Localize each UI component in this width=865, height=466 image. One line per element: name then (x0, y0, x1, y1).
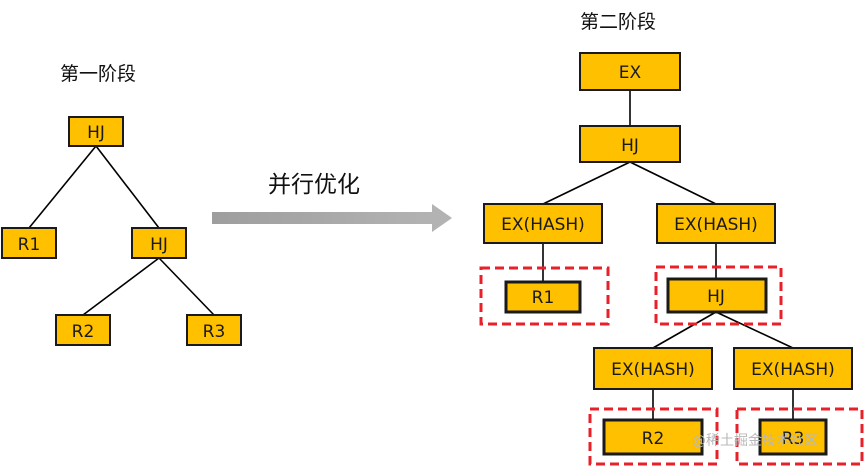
transition-label: 并行优化 (268, 172, 360, 198)
stage2-node-ex-root: EX (579, 52, 681, 91)
stage2-node-r2: R2 (602, 418, 704, 456)
watermark: @稀土掘金技术社区 (692, 433, 818, 449)
svg-text:EX(HASH): EX(HASH) (674, 215, 758, 235)
svg-text:HJ: HJ (621, 136, 639, 156)
svg-text:EX(HASH): EX(HASH) (611, 360, 695, 380)
stage2-title: 第二阶段 (580, 11, 656, 33)
stage1-node-r2: R2 (55, 314, 111, 346)
svg-text:HJ: HJ (707, 287, 725, 307)
highlight-box-hj (654, 265, 783, 326)
highlight-box-r1 (479, 266, 610, 326)
stage2-node-r1: R1 (504, 280, 582, 314)
svg-text:HJ: HJ (150, 235, 168, 255)
highlight-box-r3 (735, 407, 864, 466)
stage2-edges (542, 90, 794, 420)
stage1-node-hj-child: HJ (131, 227, 187, 259)
stage1-node-r3: R3 (186, 314, 242, 346)
svg-text:HJ: HJ (87, 123, 105, 143)
stage1-node-r1: R1 (1, 227, 57, 259)
stage2-node-hj-child: HJ (666, 277, 768, 314)
svg-text:R2: R2 (642, 429, 665, 449)
stage2-node-ex-hash-r2: EX(HASH) (593, 347, 713, 390)
transition-arrow-icon (212, 204, 452, 232)
stage2-node-ex-hash-right: EX(HASH) (656, 203, 776, 244)
svg-text:R3: R3 (203, 322, 226, 342)
stage2-node-r3: R3 (758, 418, 828, 456)
svg-text:R3: R3 (782, 429, 805, 449)
svg-text:EX(HASH): EX(HASH) (751, 360, 835, 380)
stage2-node-ex-hash-r3: EX(HASH) (733, 347, 853, 390)
svg-text:EX: EX (619, 63, 642, 83)
svg-text:R1: R1 (18, 235, 41, 255)
stage1-node-hj-root: HJ (68, 116, 124, 147)
svg-text:R2: R2 (72, 322, 95, 342)
highlight-box-r2 (588, 407, 719, 466)
svg-text:EX(HASH): EX(HASH) (501, 215, 585, 235)
stage2-node-ex-hash-left: EX(HASH) (483, 203, 603, 244)
stage2-node-hj-root: HJ (579, 125, 681, 163)
stage1-edges (28, 145, 215, 316)
stage1-title: 第一阶段 (60, 63, 136, 85)
svg-text:R1: R1 (532, 288, 555, 308)
